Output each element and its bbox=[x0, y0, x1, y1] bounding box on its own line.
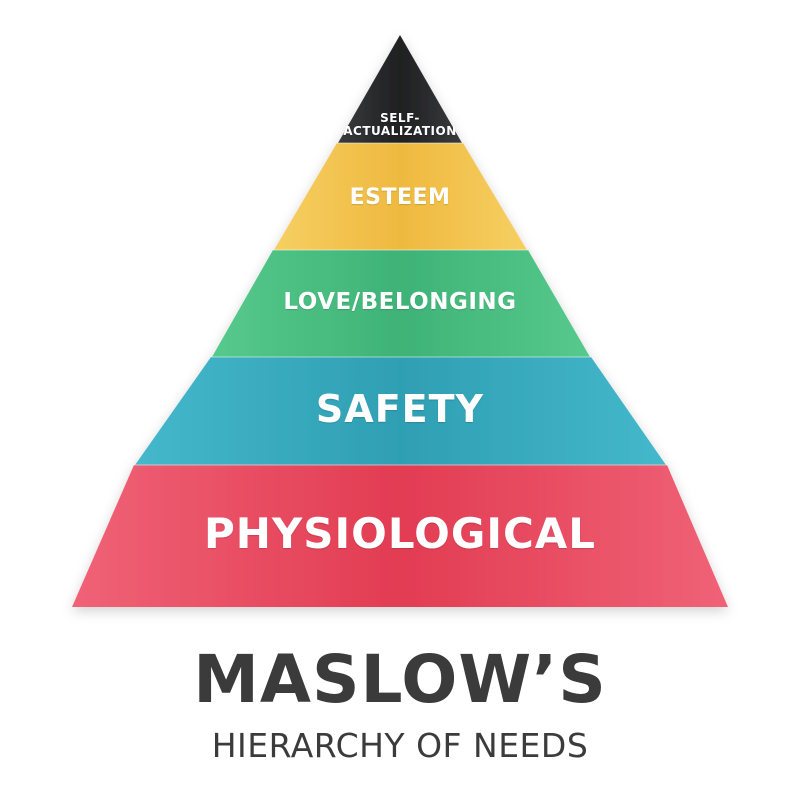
tier-love-belonging bbox=[212, 250, 590, 357]
tier-self-actualization bbox=[338, 35, 462, 143]
tier-esteem bbox=[274, 143, 527, 250]
pyramid-diagram bbox=[72, 35, 728, 607]
diagram-title: MASLOW’S bbox=[193, 641, 607, 718]
self-actualization-label-line1: SELF- bbox=[380, 111, 420, 125]
esteem-label: ESTEEM bbox=[349, 185, 451, 210]
diagram-subtitle: HIERARCHY OF NEEDS bbox=[211, 726, 589, 765]
tier-physiological bbox=[72, 465, 728, 607]
physiological-label: PHYSIOLOGICAL bbox=[203, 509, 597, 558]
self-actualization-label-line2: ACTUALIZATION bbox=[343, 124, 457, 138]
love-belonging-label: LOVE/BELONGING bbox=[283, 289, 517, 315]
tier-safety bbox=[135, 357, 666, 465]
safety-label: SAFETY bbox=[315, 387, 485, 431]
self-actualization-label: SELF- ACTUALIZATION bbox=[0, 112, 800, 138]
